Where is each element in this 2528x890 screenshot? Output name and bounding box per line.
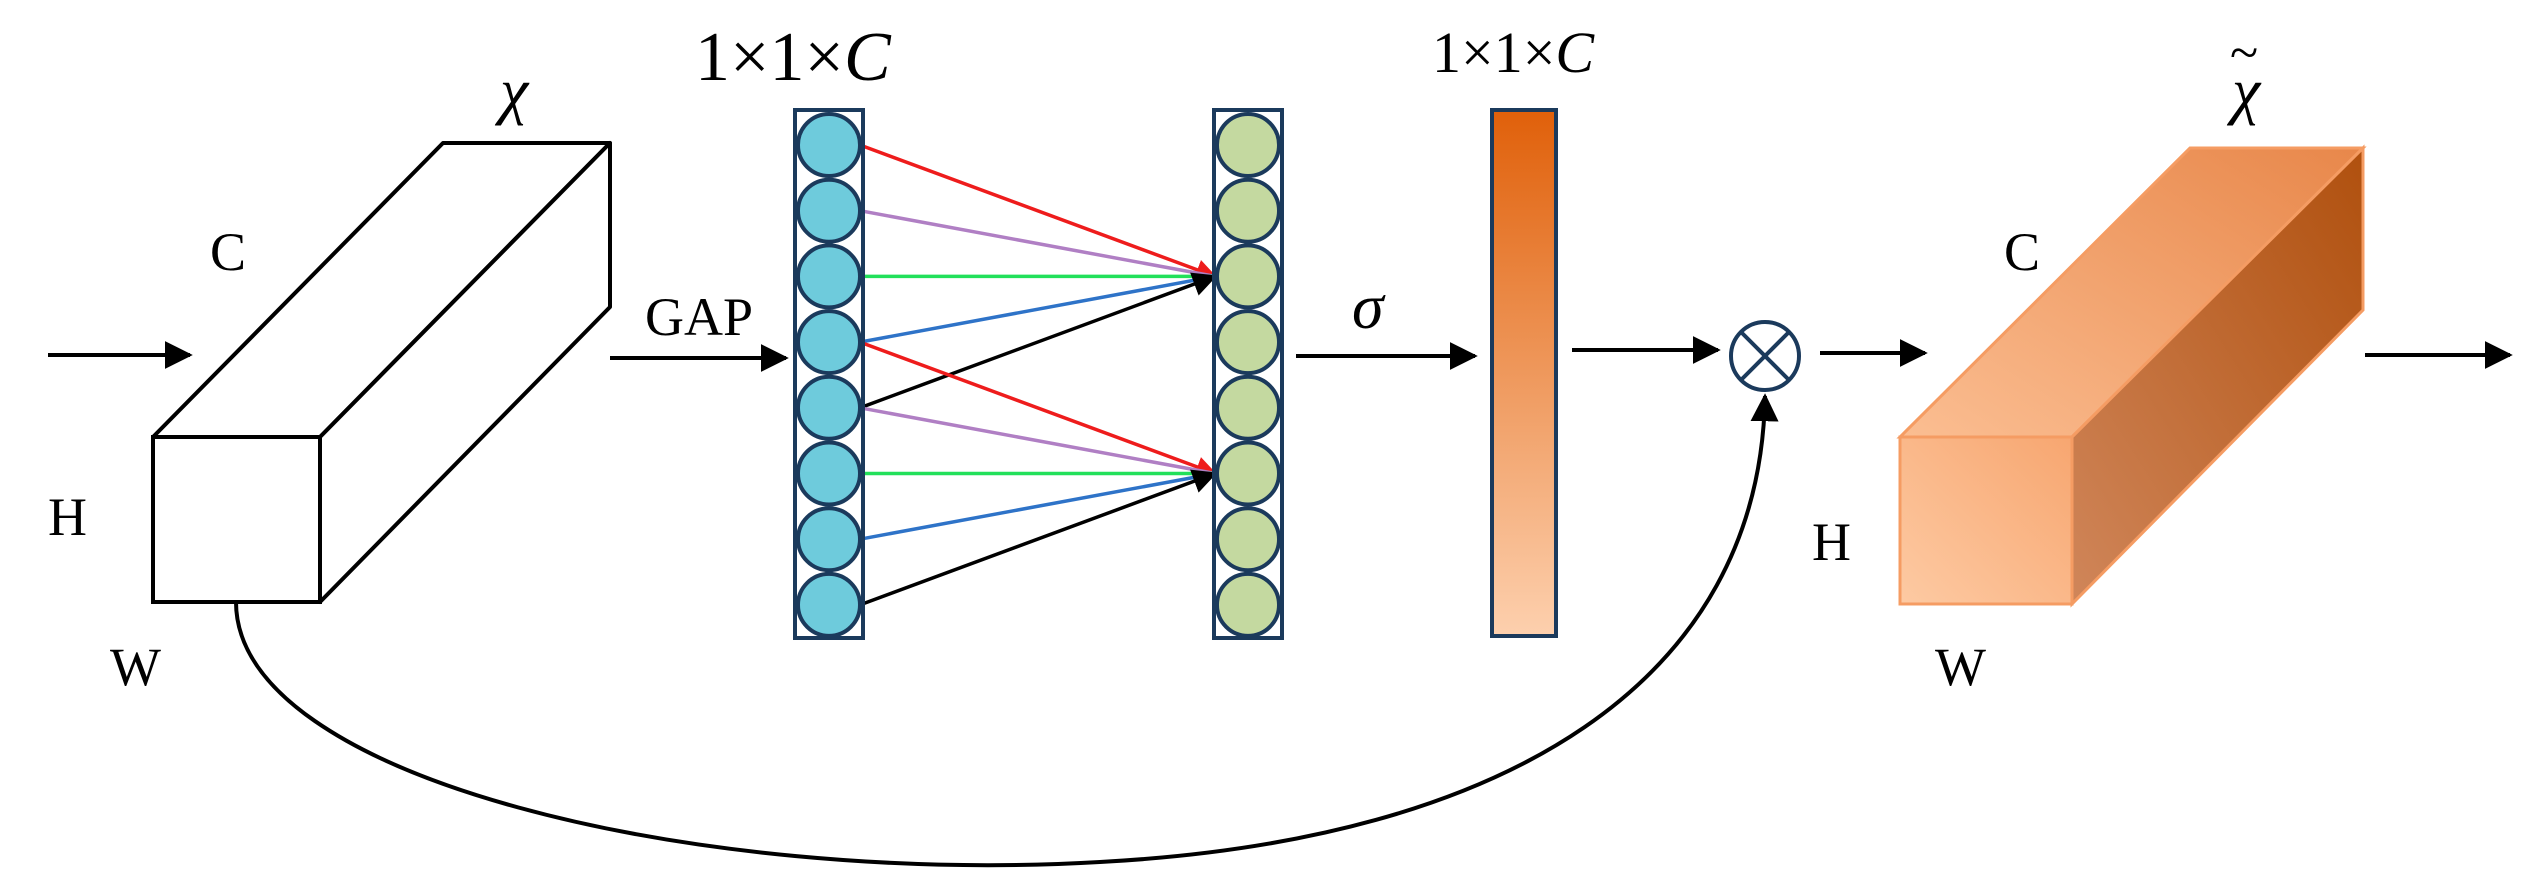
fc-dims-c: C [844,19,892,96]
fc-edge [859,272,1218,410]
fc-edge [859,471,1216,541]
output-w-label: W [1935,637,1986,697]
weight-dims-label: 1×1×C [1432,20,1595,85]
fc-right-node [1215,440,1281,507]
fc-left-nodes [796,112,862,638]
fc-right-node [1215,309,1281,376]
output-h-label: H [1812,512,1851,572]
fc-left-node [796,177,862,244]
output-symbol: χ [2226,55,2262,126]
output-cuboid-front-face [1898,435,2074,606]
weight-dims-c: C [1555,20,1595,85]
input-cuboid-front-face [151,435,322,604]
fc-left-node [796,309,862,376]
fc-right-nodes [1215,112,1281,638]
input-c-label: C [210,222,246,282]
fc-right-node [1215,177,1281,244]
fc-connections [859,143,1218,607]
fc-right-node [1215,112,1281,178]
weight-dims-text: 1×1× [1432,20,1555,85]
fc-edge [859,469,1218,607]
fc-edge [859,274,1216,344]
multiply-cross-2 [1739,330,1791,382]
output-c-label: C [2004,222,2040,282]
fc-left-node [796,506,862,573]
fc-edge [859,340,1217,477]
fc-right-node [1215,243,1281,310]
output-feature-cuboid [1896,144,2367,608]
fc-left-node [796,243,862,310]
sigma-label: σ [1352,271,1386,342]
input-w-label: W [110,637,161,697]
fc-edge [859,208,1216,279]
fc-edge [859,406,1216,476]
input-feature-cuboid [151,141,612,604]
input-symbol: χ [494,55,530,126]
fc-right-node [1215,506,1281,573]
fc-left-node [796,112,862,178]
multiply-node [1729,320,1801,392]
fc-left-node [796,374,862,441]
fc-left-node [796,440,862,507]
fc-dims-label: 1×1×C [695,19,892,96]
fc-dims-text: 1×1× [695,19,844,96]
fc-left-column [793,108,865,640]
fc-right-node [1215,374,1281,441]
fc-edge [859,143,1217,280]
gap-label: GAP [645,287,753,347]
output-tilde: ~ [2230,25,2258,82]
channel-weight-bar [1490,108,1558,638]
input-h-label: H [48,487,87,547]
fc-right-column [1212,108,1284,640]
skip-connection-arrow [234,393,1779,868]
fc-left-node [796,571,862,638]
fc-right-node [1215,571,1281,638]
